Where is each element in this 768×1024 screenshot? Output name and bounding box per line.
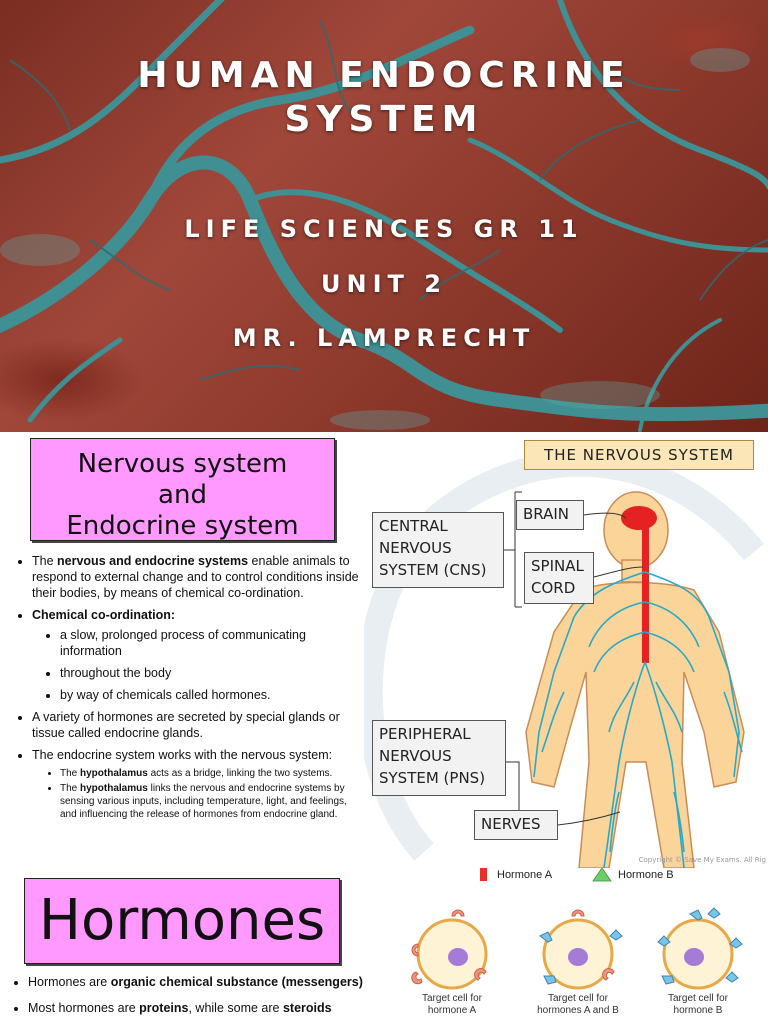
hormones-slide: Hormones Hormones are organic chemical s… <box>0 868 768 1024</box>
slide-heading-box: Nervous system and Endocrine system <box>30 438 335 541</box>
subtitle-unit: UNIT 2 <box>321 270 447 298</box>
sub-bullet-item: The hypothalamus links the nervous and e… <box>60 782 362 821</box>
bullet-list: The nervous and endocrine systems enable… <box>10 553 362 827</box>
target-cell-icon <box>539 909 623 990</box>
heading-line-3: Endocrine system <box>66 511 299 541</box>
slide-heading-box: Hormones <box>24 878 340 964</box>
hormone-a-icon <box>480 868 487 881</box>
label-brain: BRAIN <box>516 500 584 530</box>
label-nerves: NERVES <box>474 810 558 840</box>
cell-caption-1: Target cell for hormone A <box>421 993 483 1016</box>
bullet-item: A variety of hormones are secreted by sp… <box>32 709 362 741</box>
spinal-cord-icon <box>642 528 649 663</box>
bullet-item: Most hormones are proteins, while some a… <box>28 1000 370 1016</box>
bullet-item: The nervous and endocrine systems enable… <box>32 553 362 601</box>
target-cell-icon <box>657 907 743 990</box>
subtitle-course: LIFE SCIENCES GR 11 <box>184 215 584 243</box>
nervous-system-diagram: THE NERVOUS SYSTEM BRAIN SPINAL CORD CEN… <box>364 432 768 868</box>
label-cns: CENTRAL NERVOUS SYSTEM (CNS) <box>372 512 504 588</box>
cell-caption-3: Target cell for hormone B <box>667 993 729 1016</box>
title-line-1: HUMAN ENDOCRINE <box>137 55 631 96</box>
subtitle-teacher: MR. LAMPRECHT <box>232 324 536 352</box>
legend-hormone-b: Hormone B <box>618 869 674 881</box>
sub-bullet-item: The hypothalamus acts as a bridge, linki… <box>60 767 362 780</box>
heading-line-1: Nervous system <box>77 449 288 479</box>
label-spinal-cord: SPINAL CORD <box>524 552 594 604</box>
label-pns: PERIPHERAL NERVOUS SYSTEM (PNS) <box>372 720 506 796</box>
bullet-item: Hormones are organic chemical substance … <box>28 974 370 990</box>
bullet-item: Chemical co-ordination: a slow, prolonge… <box>32 607 362 703</box>
diagram-title: THE NERVOUS SYSTEM <box>524 440 754 470</box>
nervous-endocrine-slide: Nervous system and Endocrine system The … <box>0 432 768 868</box>
legend-hormone-a: Hormone A <box>497 869 553 881</box>
cell-caption-2: Target cell for hormones A and B <box>537 993 619 1016</box>
presentation-title: HUMAN ENDOCRINE SYSTEM <box>0 54 768 142</box>
target-cells-diagram <box>411 907 743 990</box>
brain-icon <box>621 506 657 530</box>
hormone-b-icon <box>592 868 612 882</box>
sub-bullet-item: throughout the body <box>60 665 362 681</box>
copyright-text: Copyright © Save My Exams. All Rig <box>638 856 766 864</box>
target-cell-icon <box>411 909 488 990</box>
title-slide: HUMAN ENDOCRINE SYSTEM LIFE SCIENCES GR … <box>0 0 768 432</box>
bullet-item: The endocrine system works with the nerv… <box>32 747 362 821</box>
sub-bullet-item: a slow, prolonged process of communicati… <box>60 627 362 659</box>
sub-bullet-item: by way of chemicals called hormones. <box>60 687 362 703</box>
human-body-illustration <box>364 450 765 868</box>
river-delta-background <box>0 0 768 432</box>
title-line-2: SYSTEM <box>284 99 484 140</box>
bullet-list: Hormones are organic chemical substance … <box>10 974 370 1024</box>
heading-line-2: and <box>158 480 207 510</box>
